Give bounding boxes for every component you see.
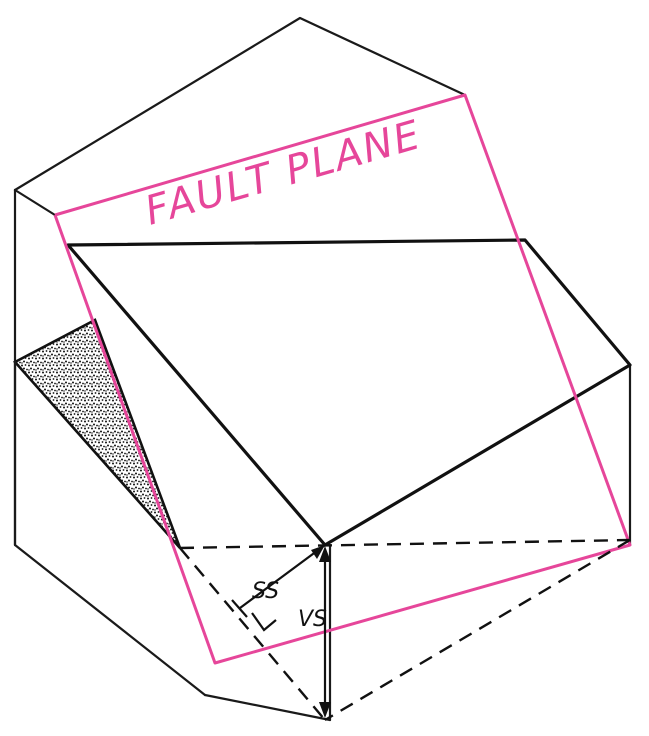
dashed-dip-line [324,538,631,722]
left-block-corner-edge [13,188,57,217]
vs-arrowhead-bottom [319,702,331,718]
ss-arrow-shaft [239,544,326,609]
slip-construction [179,538,631,722]
right-block [203,363,632,722]
fault-plane-label: FAULT PLANE [140,112,427,235]
dashed-strike-line [179,538,631,550]
fault-plane-outline [53,93,632,665]
right-angle-marker [251,612,277,632]
dashed-left-line [179,547,326,721]
ss-end-tick [231,599,248,618]
vertical-slip-arrow [319,546,331,718]
left-stippled-bed [12,318,182,549]
fault-plane [53,93,632,665]
strike-slip-label: SS [252,579,279,604]
strike-slip-arrow [231,544,326,632]
vertical-slip-label: VS [298,607,327,632]
right-stippled-bed [66,238,632,547]
vs-arrowhead-top [319,546,331,562]
left-block-top-edges [13,16,467,192]
right-block-bottom-edge [203,693,332,722]
ss-arrowhead-top [311,545,325,559]
